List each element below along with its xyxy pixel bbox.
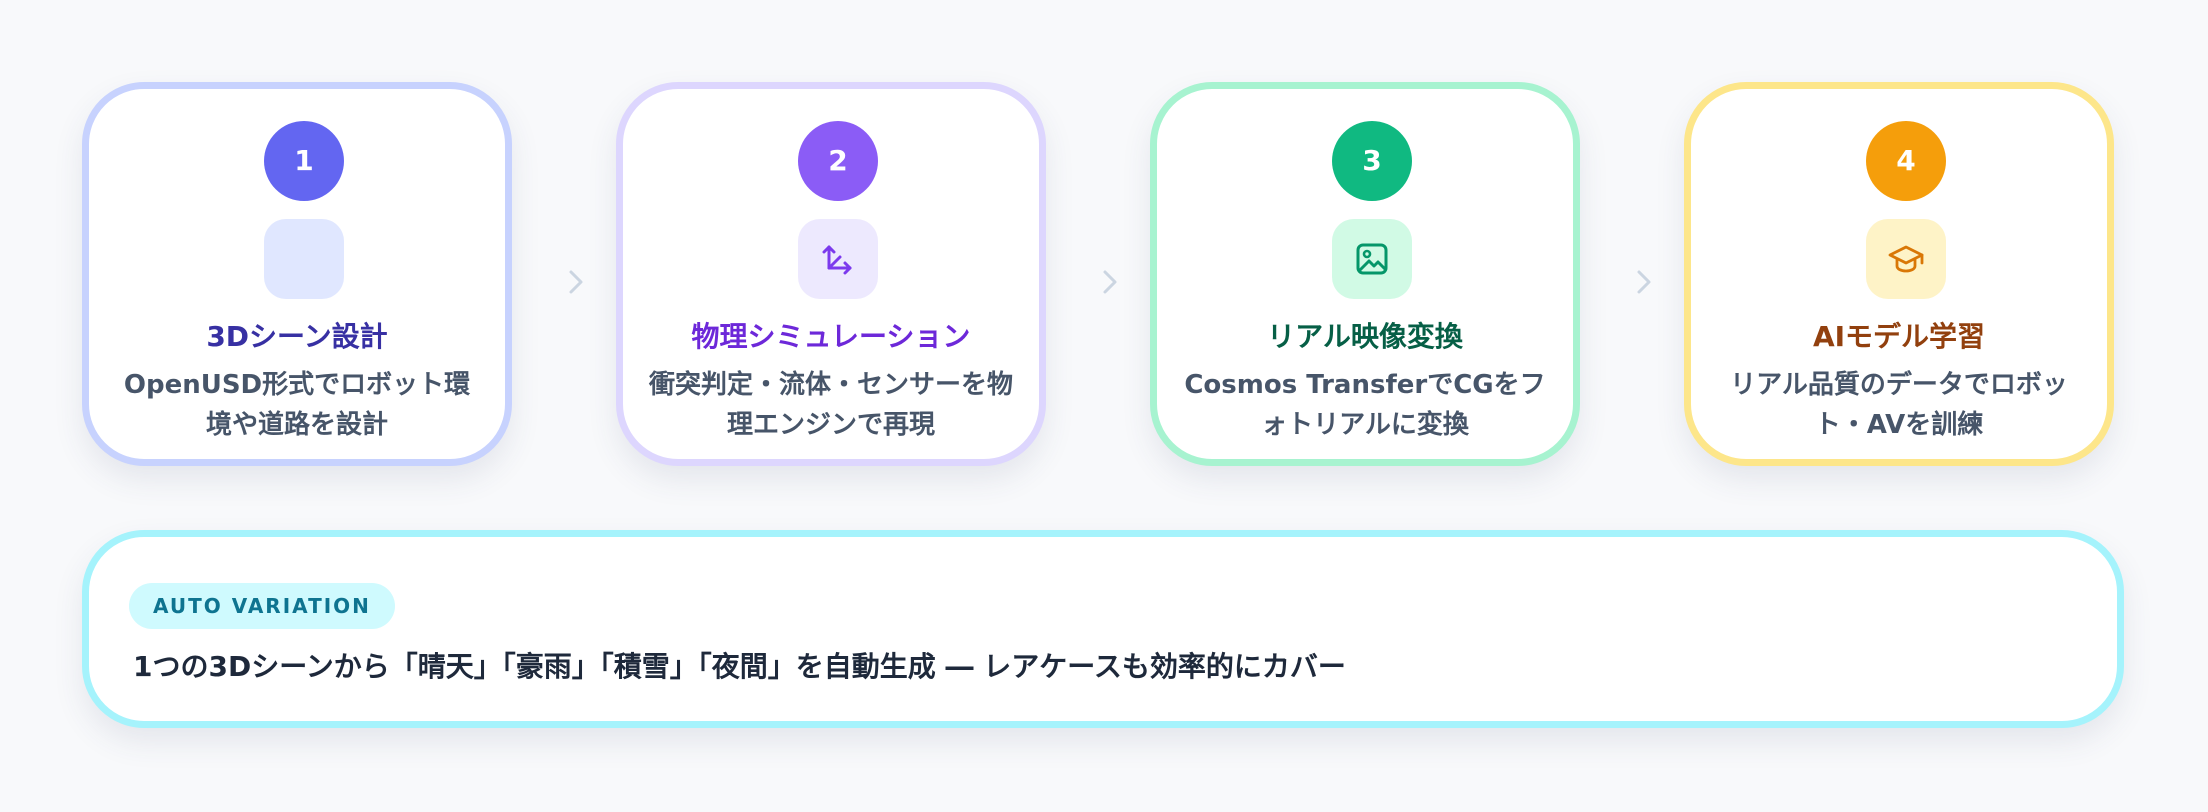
step-number-badge: 2 [798, 121, 878, 201]
step-title: AIモデル学習 [1812, 320, 1986, 353]
step-description: OpenUSD形式でロボット環境や道路を設計 [123, 370, 471, 440]
chevron-right-icon [1624, 262, 1664, 302]
step-description: 衝突判定・流体・センサーを物理エンジンで再現 [648, 370, 1013, 440]
chevron-right-icon [1090, 262, 1130, 302]
graduation-cap-icon [1866, 219, 1946, 299]
step-card-3: 3 リアル映像変換 Cosmos TransferでCGをフォトリアルに変換 [1150, 82, 1580, 466]
chevron-right-icon [556, 262, 596, 302]
auto-variation-panel: AUTO VARIATION 1つの3Dシーンから「晴天」「豪雨」「積雪」「夜間… [82, 530, 2124, 728]
step-number-badge: 4 [1866, 121, 1946, 201]
step-number-badge: 1 [264, 121, 344, 201]
step-description: リアル品質のデータでロボット・AVを訓練 [1730, 370, 2068, 440]
step-description: Cosmos TransferでCGをフォトリアルに変換 [1184, 370, 1546, 440]
auto-variation-badge: AUTO VARIATION [129, 583, 395, 629]
image-icon [1332, 219, 1412, 299]
step-title: リアル映像変換 [1267, 320, 1463, 353]
step-card-4: 4 AIモデル学習 リアル品質のデータでロボット・AVを訓練 [1684, 82, 2114, 466]
step-number-badge: 3 [1332, 121, 1412, 201]
step-title: 3Dシーン設計 [206, 320, 388, 353]
auto-variation-text: 1つの3Dシーンから「晴天」「豪雨」「積雪」「夜間」を自動生成 ― レアケースも… [133, 650, 1346, 683]
step-cards: 1 3Dシーン設計 OpenUSD形式でロボット環境や道路を設計 2 物理シミュ… [82, 82, 2124, 476]
step-title: 物理シミュレーション [691, 320, 971, 353]
axis-arrows-icon [798, 219, 878, 299]
cube-icon [264, 219, 344, 299]
step-card-1: 1 3Dシーン設計 OpenUSD形式でロボット環境や道路を設計 [82, 82, 512, 466]
step-card-2: 2 物理シミュレーション 衝突判定・流体・センサーを物理エンジンで再現 [616, 82, 1046, 466]
